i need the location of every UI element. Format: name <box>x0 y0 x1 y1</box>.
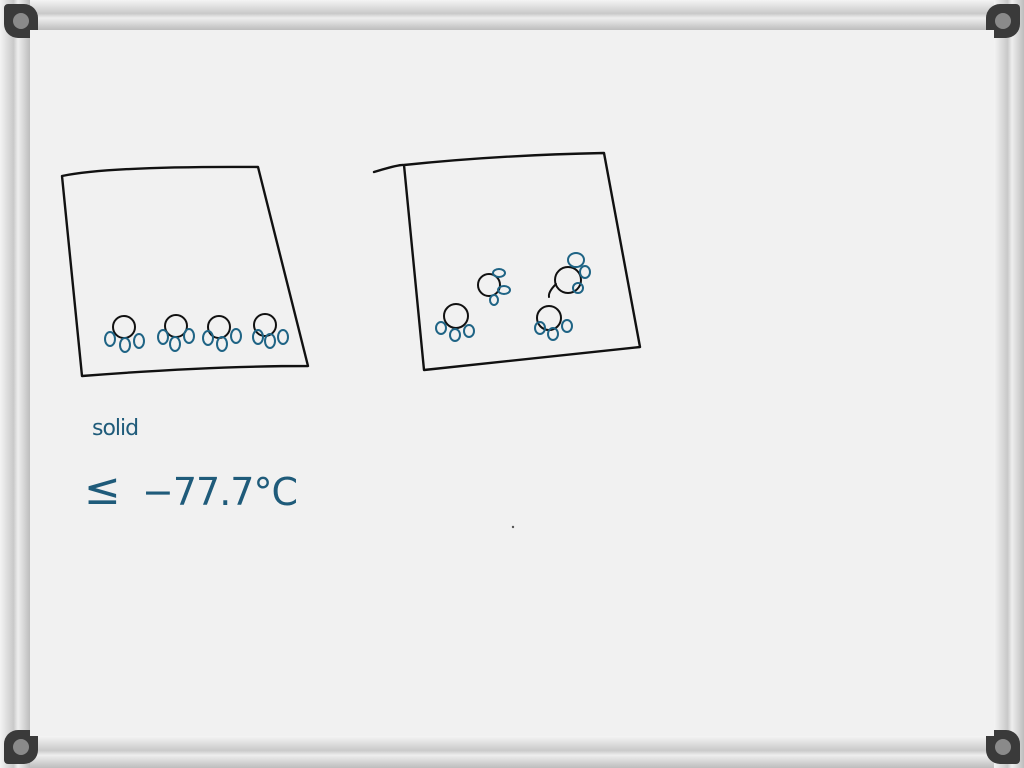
frame-left <box>0 0 30 768</box>
drawing-surface[interactable] <box>30 30 994 736</box>
frame-right <box>994 0 1024 768</box>
molecule <box>104 315 145 353</box>
molecule <box>477 268 511 306</box>
molecule <box>252 313 289 349</box>
molecule <box>157 314 195 352</box>
frame-top <box>0 0 1024 30</box>
molecule <box>202 315 242 352</box>
frame-bottom <box>0 736 1024 768</box>
molecules-spread <box>435 252 591 342</box>
container-solid <box>60 165 310 378</box>
state-label: solid <box>92 416 139 441</box>
container-spread <box>372 151 642 372</box>
molecules-solid <box>104 313 289 353</box>
molecule <box>547 252 591 298</box>
stray-dot <box>511 525 515 529</box>
temperature-label: −77.7°C <box>142 470 298 514</box>
molecule <box>534 305 573 341</box>
molecule <box>435 303 475 342</box>
less-or-equal-symbol: ≤ <box>84 464 121 515</box>
